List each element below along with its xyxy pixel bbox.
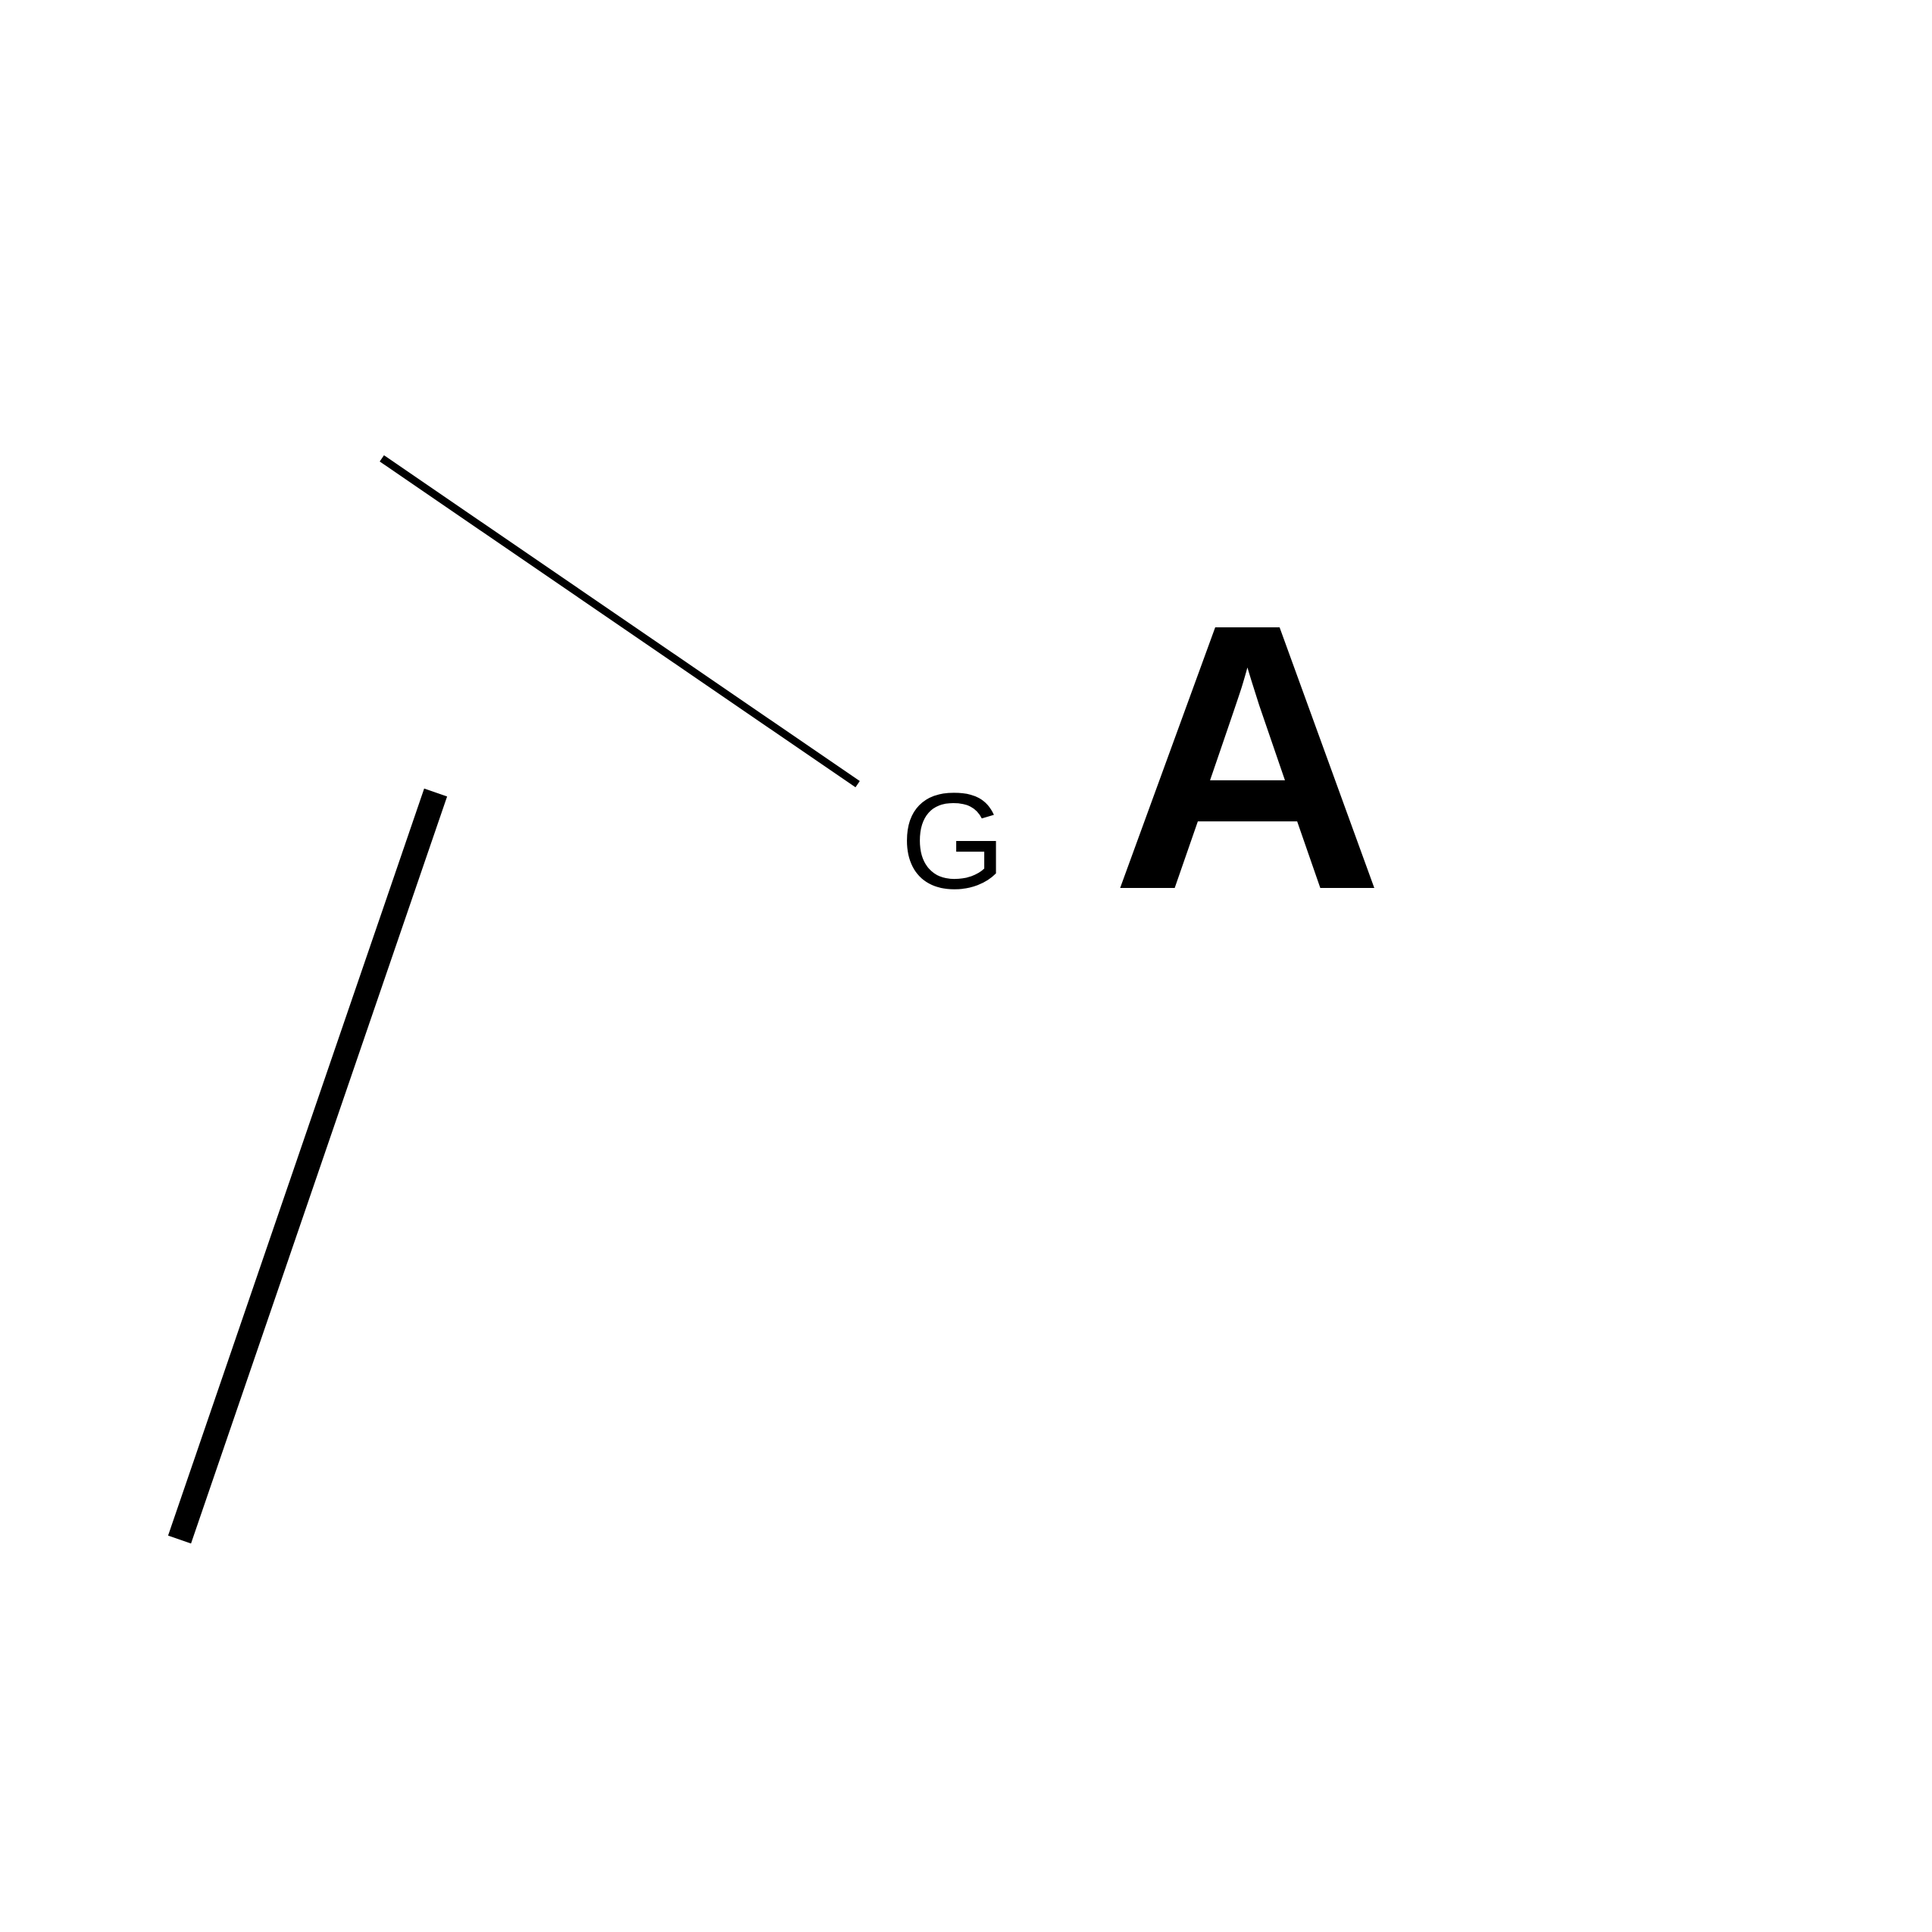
big-label: A xyxy=(1111,545,1384,968)
thin-line xyxy=(380,455,860,788)
small-label: G xyxy=(900,765,1006,918)
thick-line xyxy=(167,788,448,1544)
